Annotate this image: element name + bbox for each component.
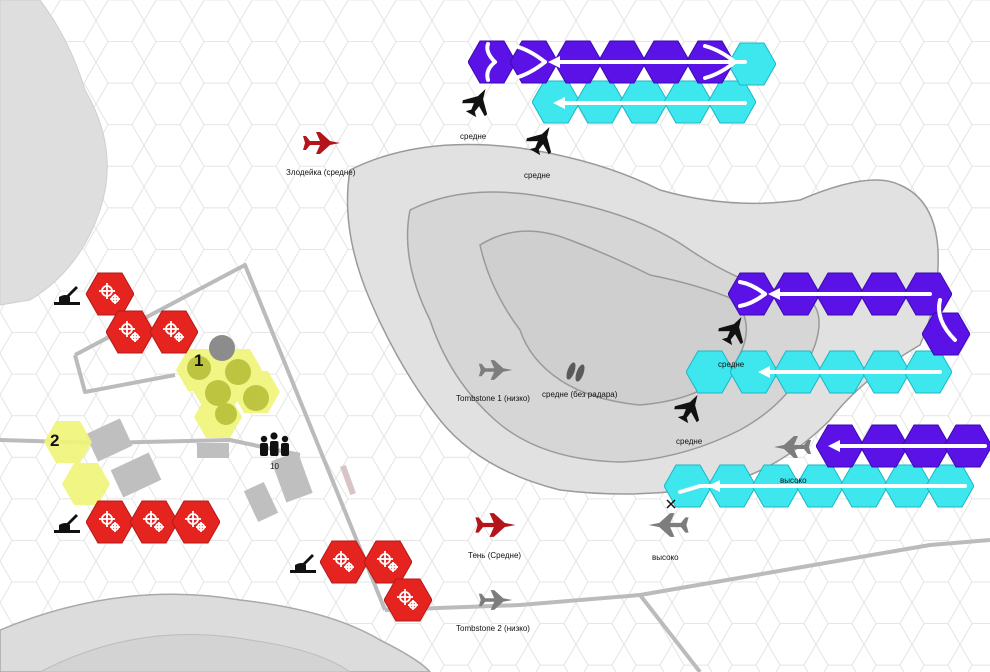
label-escort-high: высоко — [780, 476, 807, 485]
label-villain: Злодейка (средне) — [286, 168, 356, 177]
label-no-radar: средне (без радара) — [542, 390, 618, 399]
infantry-icon[interactable] — [260, 432, 289, 456]
bomb-icon[interactable] — [565, 361, 587, 382]
label-bomber-c: средне — [718, 360, 745, 369]
target-zone-1-hits — [187, 356, 269, 425]
label-bomber-a: средне — [460, 132, 487, 141]
label-jet-high: высоко — [652, 553, 679, 562]
enemy-track-north[interactable] — [468, 40, 776, 124]
zone-1-label: 1 — [194, 351, 203, 370]
label-shadow: Тень (Средне) — [468, 551, 521, 560]
troops-count: 10 — [270, 462, 279, 471]
enemy-track-east[interactable] — [686, 272, 970, 394]
sam-cluster-southwest[interactable] — [86, 500, 220, 544]
terrain-left-landmass — [0, 0, 108, 306]
label-tombstone2: Tombstone 2 (низко) — [456, 624, 530, 633]
label-tombstone1: Tombstone 1 (низко) — [456, 394, 530, 403]
label-bomber-b: средне — [524, 171, 551, 180]
bomb-crater — [209, 335, 235, 361]
selection-marker — [666, 499, 676, 509]
label-bomber-d: средне — [676, 437, 703, 446]
buildings — [85, 418, 356, 523]
terrain-bottom-inner — [39, 633, 351, 672]
zone-2-label: 2 — [50, 431, 59, 450]
enemy-track-southeast[interactable] — [664, 424, 990, 508]
